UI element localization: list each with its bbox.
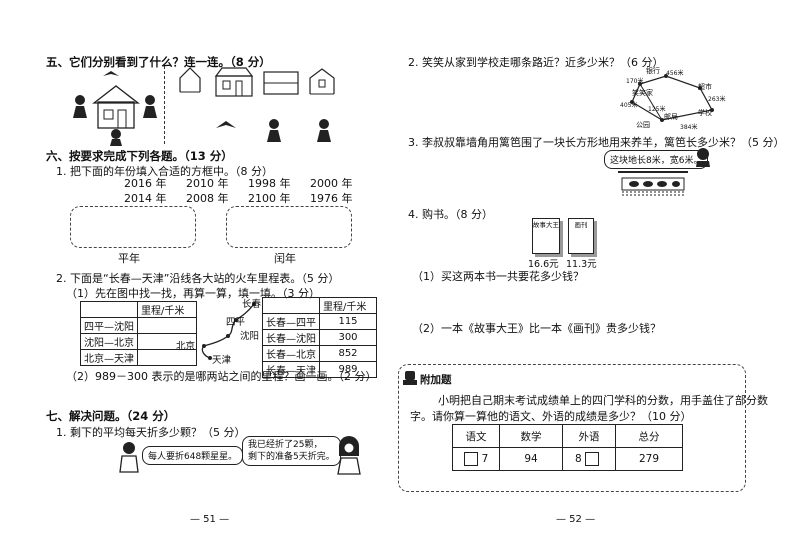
distance-label: 170米 xyxy=(626,78,644,85)
map-label-park: 公园 xyxy=(636,121,650,129)
distance-label: 456米 xyxy=(666,70,684,77)
speech-bubble-progress: 我已经折了25颗， 剩下的准备5天折完。 xyxy=(242,436,341,466)
question-6-2: 2. 下面是“长春—天津”沿线各大站的火车里程表。（5 分） xyxy=(56,272,340,285)
map-label-post-office: 邮局 xyxy=(664,113,678,121)
hidden-digit-box[interactable] xyxy=(463,452,478,466)
child-icon xyxy=(317,119,331,142)
views-row xyxy=(179,67,335,97)
math-score-cell: 94 xyxy=(499,447,563,471)
map-label-home: 笑笑家 xyxy=(632,89,653,97)
book-story-king: 故事大王 xyxy=(532,218,560,254)
page-number: — 51 — xyxy=(190,514,230,525)
page-number: — 52 — xyxy=(556,514,596,525)
distance-label: 263米 xyxy=(708,96,726,103)
child-icon xyxy=(73,95,87,118)
house-back-view xyxy=(309,68,335,95)
hidden-digit-box[interactable] xyxy=(585,452,600,466)
bonus-badge: 附加题 xyxy=(420,374,452,386)
farmer-icon xyxy=(696,148,710,167)
map-label-school: 学校 xyxy=(698,109,712,117)
leap-year-label: 闰年 xyxy=(274,252,296,265)
house-icon xyxy=(92,85,140,129)
section7-title: 七、解决问题。（24 分） xyxy=(46,409,176,423)
house-top-view xyxy=(263,71,299,95)
question-6-1: 1. 把下面的年份填入合适的方框中。（8 分） xyxy=(56,165,273,178)
map-label-beijing: 北京 xyxy=(176,341,196,352)
price-story-king: 16.6元 xyxy=(528,259,559,270)
question-6-2-2: （2）989－300 表示的是哪两站之间的里程？画一画。（2 分） xyxy=(66,370,377,383)
map-label-supermarket: 超市 xyxy=(698,83,712,91)
bird-icon xyxy=(103,71,119,76)
question-r4: 4. 购书。（8 分） xyxy=(408,208,493,221)
bonus-question-box xyxy=(398,364,746,492)
map-label-shenyang: 沈阳 xyxy=(240,331,260,342)
sheep-pen-image xyxy=(618,171,688,196)
house-scene-image xyxy=(73,71,157,146)
house-front-view xyxy=(179,67,201,93)
score-table: 语文 数学 外语 总分 7 94 8 279 xyxy=(452,424,683,471)
bonus-text-line1: 小明把自己期末考试成绩单上的四门学科的分数，用手盖住了部分数 xyxy=(438,394,768,407)
divider xyxy=(164,66,165,144)
speech-bubble-field: 这块地长8米，宽6米。 xyxy=(604,150,709,169)
question-6-2-1: （1）先在图中找一找，再算一算，填一填。（3 分） xyxy=(66,287,320,300)
child-icon xyxy=(143,95,157,118)
distance-label: 405米 xyxy=(620,102,638,109)
leap-year-box[interactable] xyxy=(226,206,352,248)
english-score-cell: 8 xyxy=(562,447,616,471)
question-7-1: 1. 剩下的平均每天折多少颗？（5 分） xyxy=(56,426,246,439)
distance-label: 125米 xyxy=(648,106,666,113)
child-icon xyxy=(110,129,122,146)
question-r3: 3. 李叔叔靠墙角用篱笆围了一块长方形地用来养羊，篱笆长多少米？（5 分） xyxy=(408,136,785,149)
girl-icon xyxy=(337,436,361,475)
mileage-table-blank: 里程/千米 四平—沈阳 沈阳—北京 北京—天津 xyxy=(80,301,197,366)
robot-icon xyxy=(403,371,417,385)
map-label-changchun: 长春 xyxy=(242,299,262,310)
common-year-label: 平年 xyxy=(118,252,140,265)
common-year-box[interactable] xyxy=(70,206,196,248)
observers-row xyxy=(216,119,331,142)
chinese-score-cell: 7 xyxy=(452,447,500,471)
sheep-icon xyxy=(629,181,680,187)
book-pictorial: 画刊 xyxy=(568,218,594,254)
price-pictorial: 11.3元 xyxy=(566,259,597,270)
bonus-text-line2: 字。请你算一算他的语文、外语的成绩是多少？（10 分） xyxy=(410,410,692,423)
map-label-bank: 银行 xyxy=(646,67,660,75)
rail-map xyxy=(201,302,256,360)
house-side-view xyxy=(214,67,254,97)
bird-icon xyxy=(216,121,236,128)
section5-title: 五、它们分别看到了什么？连一连。（8 分） xyxy=(46,55,271,69)
speech-bubble-total: 每人要折648颗星星。 xyxy=(142,446,244,465)
question-r4-2: （2）一本《故事大王》比一本《画刊》贵多少钱？ xyxy=(412,322,661,335)
child-icon xyxy=(267,119,281,142)
map-label-siping: 四平 xyxy=(226,317,246,328)
map-label-tianjin: 天津 xyxy=(212,355,232,366)
section6-title: 六、按要求完成下列各题。（13 分） xyxy=(46,149,233,163)
total-score-cell: 279 xyxy=(615,447,683,471)
answer-cell[interactable] xyxy=(137,349,197,366)
question-r4-1: （1）买这两本书一共要花多少钱？ xyxy=(412,270,584,283)
teacher-icon xyxy=(119,442,139,473)
question-r2: 2. 笑笑从家到学校走哪条路近？近多少米？（6 分） xyxy=(408,56,664,69)
fence-icon xyxy=(622,191,684,196)
distance-label: 384米 xyxy=(680,124,698,131)
route-map xyxy=(630,74,714,122)
